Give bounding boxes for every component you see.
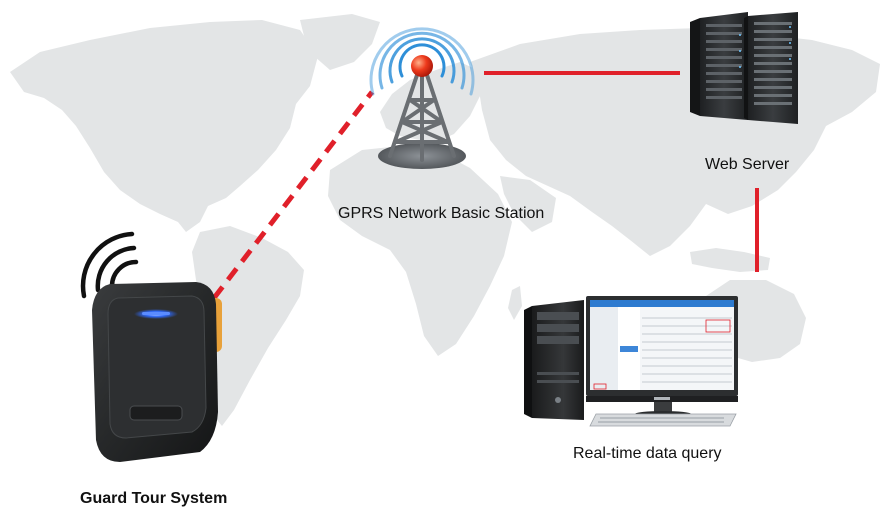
signal-arc-2 — [388, 37, 456, 84]
map-madagascar — [508, 286, 522, 320]
device-label: Guard Tour System — [80, 490, 228, 507]
computer-label: Real-time data query — [573, 445, 722, 462]
map-south-america — [192, 226, 304, 426]
device-signal-arc-1 — [109, 259, 139, 289]
server-label: Web Server — [705, 156, 790, 173]
device-reader-slot — [129, 405, 183, 421]
signal-arc-4 — [369, 27, 475, 96]
tower-beacon — [411, 55, 433, 77]
map-north-america — [10, 20, 318, 232]
map-indonesia — [690, 248, 770, 272]
signal-arc-3 — [378, 31, 466, 90]
map-africa — [328, 146, 512, 356]
signal-arc-1 — [398, 43, 446, 78]
link-device-station — [212, 90, 374, 300]
caption-band-left — [66, 480, 240, 524]
caption-band-right — [558, 474, 724, 504]
device-signal-arc-3 — [80, 231, 135, 299]
device-signal-arc-2 — [95, 245, 137, 293]
map-arabia — [500, 176, 556, 232]
station-label: GPRS Network Basic Station — [338, 205, 545, 222]
map-greenland — [300, 14, 380, 70]
